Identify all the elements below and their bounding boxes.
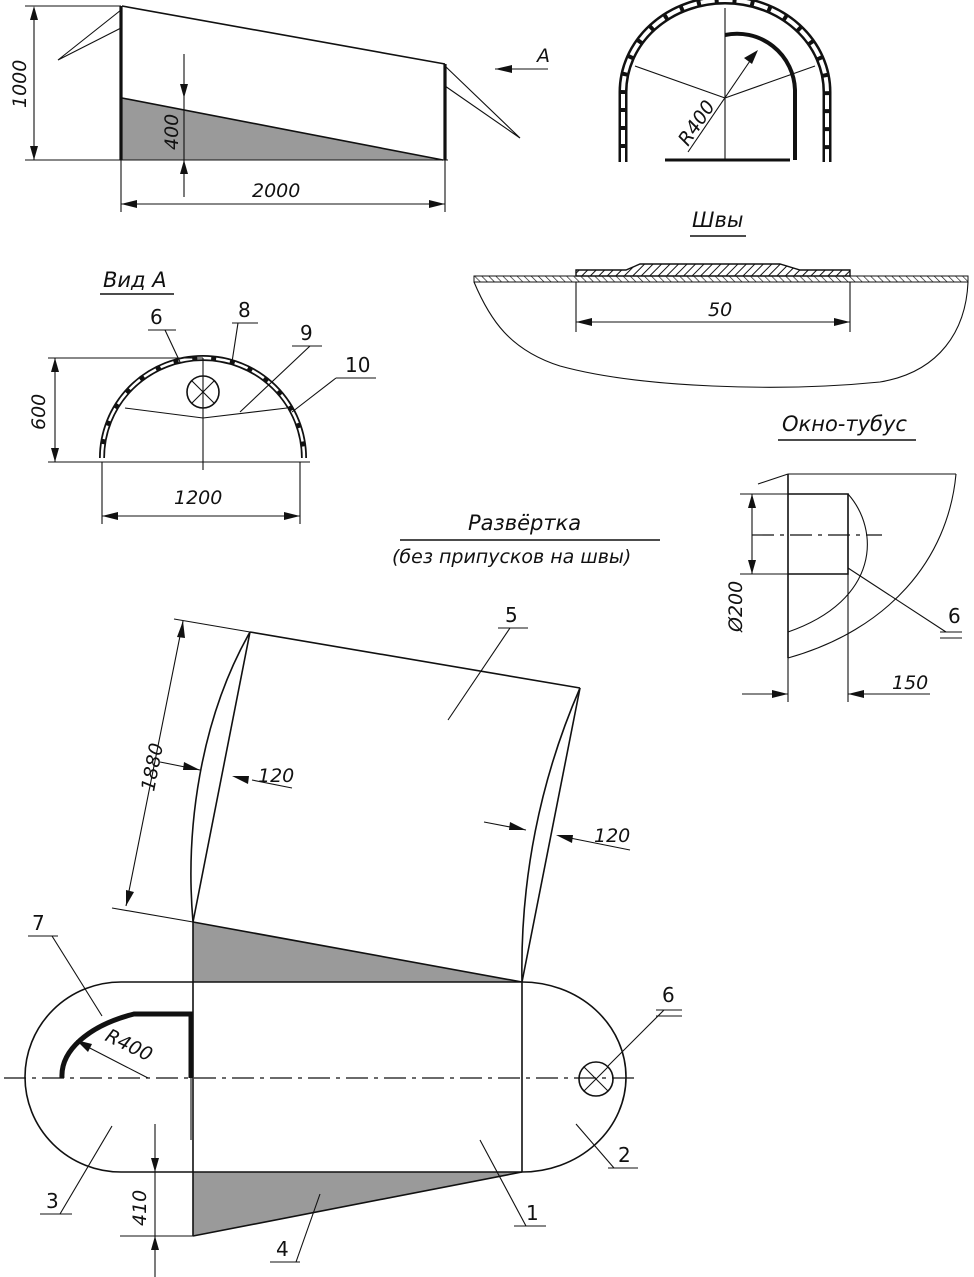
- seams-title: Швы: [692, 208, 743, 232]
- seam-cloth-outline: [473, 281, 969, 388]
- view-a-dim-600: 600: [28, 394, 50, 430]
- inner-door-arch: [724, 31, 797, 160]
- roof-line: [121, 5, 446, 65]
- view-a-window: [186, 375, 220, 409]
- pattern-title: Развёртка: [468, 511, 581, 535]
- pattern-window: [578, 1061, 614, 1097]
- piece-5-left-curve: [190, 631, 251, 923]
- front-guy-line: [57, 9, 122, 61]
- window-tube-dim-diameter: Ø200: [725, 581, 747, 633]
- callout-10: 10: [345, 353, 370, 377]
- pattern-radius-line: [81, 1043, 149, 1079]
- window-tube-title: Окно-тубус: [782, 412, 907, 436]
- view-a-title: Вид А: [103, 268, 167, 292]
- dim-400-label: 400: [161, 114, 183, 150]
- callout-7: 7: [32, 911, 45, 935]
- floor-slope-line: [121, 97, 444, 161]
- callout-6-window-tube: 6: [948, 604, 961, 628]
- callout-6-view-a: 6: [150, 305, 163, 329]
- seam-base-fabric: [473, 275, 969, 283]
- pattern-dim-410: 410: [129, 1190, 151, 1226]
- seam-overlap: [575, 263, 851, 277]
- pattern-dim-1880: 1880: [137, 741, 168, 793]
- pattern-layout: 1880 120 120 R400: [4, 603, 682, 1277]
- pattern-dim-120-right: 120: [594, 825, 630, 847]
- window-tube-dim-150: 150: [892, 672, 928, 694]
- front-view: R400: [618, 0, 832, 162]
- window-tube-detail: Окно-тубус Ø200 150 6: [725, 412, 962, 702]
- view-a-marker: A: [535, 45, 550, 67]
- callout-2: 2: [618, 1143, 631, 1167]
- callout-9: 9: [300, 321, 313, 345]
- radius-line: [687, 57, 753, 153]
- tube-outer-arc: [787, 473, 957, 659]
- floor-outline: [24, 981, 627, 1173]
- piece-7-door-arch: [59, 1011, 194, 1079]
- callout-8: 8: [238, 298, 251, 322]
- piece-5-fabric: [193, 632, 580, 982]
- dim-2000-label: 2000: [252, 180, 300, 202]
- seams-detail: Швы 50: [473, 208, 969, 388]
- side-view: 1000 400 2000 A: [9, 5, 550, 212]
- seams-dim-50: 50: [708, 299, 732, 321]
- tube-inner-arc: [787, 493, 868, 633]
- pattern-radius-label: R400: [102, 1025, 156, 1066]
- callout-1: 1: [526, 1201, 539, 1225]
- rear-guy-line: [444, 65, 521, 139]
- piece-5-right-curve: [521, 687, 581, 983]
- callout-5: 5: [505, 603, 518, 627]
- pattern-subtitle: (без припусков на швы): [392, 546, 631, 568]
- pattern-dim-120-left: 120: [258, 765, 294, 787]
- front-radius-label: R400: [674, 96, 720, 149]
- callout-4: 4: [276, 1237, 289, 1261]
- view-a: Вид А 600 1200 6 8 9 10: [28, 268, 376, 524]
- pattern-heading: Развёртка (без припусков на швы): [392, 511, 660, 568]
- dim-1000-label: 1000: [9, 60, 31, 108]
- view-a-dim-1200: 1200: [174, 487, 222, 509]
- callout-6-pattern: 6: [662, 983, 675, 1007]
- callout-3: 3: [46, 1189, 59, 1213]
